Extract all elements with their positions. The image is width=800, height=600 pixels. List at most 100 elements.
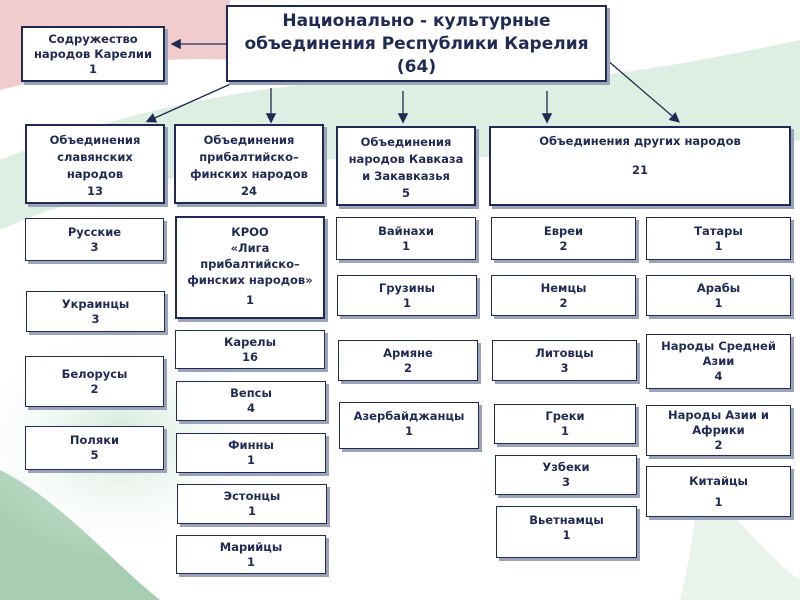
item-kitaytsy: Китайцы 1 xyxy=(646,466,791,517)
item-count: 1 xyxy=(246,554,255,569)
group-label-line: Объединения xyxy=(49,133,141,147)
item-label: Татары xyxy=(694,223,743,238)
item-label: Узбеки xyxy=(542,460,590,474)
kroo-line1: КРОО xyxy=(231,225,269,239)
item-armyane: Армяне 2 xyxy=(338,340,478,381)
item-nemtsy: Немцы 2 xyxy=(491,275,636,316)
item-count: 5 xyxy=(90,448,99,462)
item-count: 16 xyxy=(241,349,258,364)
item-kroo-liga: КРОО «Лига прибалтийско– финских народов… xyxy=(175,216,325,319)
item-russkie: Русские 3 xyxy=(25,218,164,261)
sodruzhestvo-box: Содружество народов Карелии 1 xyxy=(21,26,165,82)
item-vyetnamtsy: Вьетнамцы 1 xyxy=(496,506,637,558)
item-finny: Финны 1 xyxy=(176,433,326,473)
item-label: Армяне xyxy=(383,345,433,360)
item-vepsy: Вепсы 4 xyxy=(176,381,326,421)
item-ukraintsy: Украинцы 3 xyxy=(26,291,165,332)
sodruzhestvo-line2: народов Карелии xyxy=(33,46,153,61)
group-label-line: Объединения xyxy=(360,135,452,149)
group-caucasus: Объединения народов Кавказа и Закавказья… xyxy=(336,126,476,206)
group-label-line: и Закавказья xyxy=(362,169,450,183)
arrow-to-others-right xyxy=(606,59,680,123)
kroo-line4: финских народов» xyxy=(187,273,313,287)
item-label: Народы Средней Азии xyxy=(661,339,776,368)
item-label: Вайнахи xyxy=(378,223,434,238)
item-araby: Арабы 1 xyxy=(646,275,791,316)
item-karely: Карелы 16 xyxy=(175,330,325,369)
item-count: 3 xyxy=(560,360,569,375)
item-count: 1 xyxy=(247,504,256,518)
item-count: 1 xyxy=(404,424,413,438)
item-label: Поляки xyxy=(69,433,120,447)
item-count: 2 xyxy=(90,381,99,396)
item-label: Арабы xyxy=(696,280,741,295)
item-count: 2 xyxy=(559,295,568,310)
item-label: Греки xyxy=(545,409,585,423)
group-label-line: народов xyxy=(66,167,124,181)
item-label: Немцы xyxy=(540,280,587,295)
item-count: 1 xyxy=(246,453,255,467)
arrow-to-slavic xyxy=(145,81,236,123)
sodruzhestvo-count: 1 xyxy=(88,61,97,76)
item-count: 1 xyxy=(402,295,411,310)
group-count: 21 xyxy=(631,163,648,177)
group-slavic: Объединения славянских народов 13 xyxy=(25,124,165,204)
group-finno-ugric: Объединения прибалтийско– финских народо… xyxy=(174,124,324,204)
item-estontsy: Эстонцы 1 xyxy=(177,484,327,524)
title-count: (64) xyxy=(396,56,437,77)
kroo-line2: «Лига xyxy=(230,241,270,255)
item-label: Финны xyxy=(228,438,274,452)
item-vaynakhi: Вайнахи 1 xyxy=(336,217,476,260)
group-label-line: прибалтийско– xyxy=(199,150,299,164)
item-polyaki: Поляки 5 xyxy=(25,426,164,470)
item-label: Марийцы xyxy=(219,539,283,554)
title-line1: Национально - культурные xyxy=(282,10,551,31)
item-count: 2 xyxy=(403,360,412,375)
item-count: 1 xyxy=(714,238,723,253)
item-count: 4 xyxy=(246,401,255,415)
item-litovtsy: Литовцы 3 xyxy=(492,340,637,381)
item-uzbeki: Узбеки 3 xyxy=(495,455,637,495)
item-evrei: Евреи 2 xyxy=(491,217,636,260)
item-greki: Греки 1 xyxy=(494,404,636,444)
kroo-count: 1 xyxy=(245,293,254,307)
sodruzhestvo-line1: Содружество xyxy=(48,31,138,46)
item-count: 2 xyxy=(559,238,568,253)
item-narody-azii-i-afriki: Народы Азии и Африки 2 xyxy=(646,405,791,456)
group-count: 13 xyxy=(86,184,103,198)
item-count: 1 xyxy=(560,424,569,438)
group-label-line: Объединения других народов xyxy=(539,134,741,148)
group-label-line: славянских xyxy=(57,150,133,164)
item-count: 3 xyxy=(561,475,570,489)
item-label: Китайцы xyxy=(689,473,748,488)
item-label: Карелы xyxy=(223,334,276,349)
item-label: Вьетнамцы xyxy=(529,513,604,527)
title-box: Национально - культурные объединения Рес… xyxy=(226,5,607,82)
item-count: 1 xyxy=(714,494,723,509)
group-count: 5 xyxy=(401,186,410,200)
group-label-line: Объединения xyxy=(203,133,295,147)
item-label: Грузины xyxy=(378,280,436,295)
item-label: Украинцы xyxy=(61,296,130,311)
item-label: Евреи xyxy=(543,223,584,238)
item-label: Литовцы xyxy=(535,345,594,360)
item-tatary: Татары 1 xyxy=(646,217,791,260)
item-label: Азербайджанцы xyxy=(353,409,465,423)
item-label: Вепсы xyxy=(230,386,272,400)
item-narody-sredney-azii: Народы Средней Азии 4 xyxy=(646,334,791,389)
item-count: 2 xyxy=(714,438,723,452)
item-mariytsy: Марийцы 1 xyxy=(176,535,326,574)
group-count: 24 xyxy=(240,184,257,198)
group-label-line: народов Кавказа xyxy=(348,152,464,166)
item-count: 1 xyxy=(714,295,723,310)
item-gruziny: Грузины 1 xyxy=(337,275,477,316)
item-belorusy: Белорусы 2 xyxy=(25,356,164,407)
kroo-line3: прибалтийско– xyxy=(200,257,300,271)
item-azerbaydzhantsy: Азербайджанцы 1 xyxy=(339,402,479,449)
item-count: 3 xyxy=(91,311,100,326)
item-count: 4 xyxy=(714,369,723,383)
item-count: 1 xyxy=(401,238,410,253)
item-count: 3 xyxy=(90,239,99,254)
title-line2: объединения Республики Карелия xyxy=(244,33,589,54)
